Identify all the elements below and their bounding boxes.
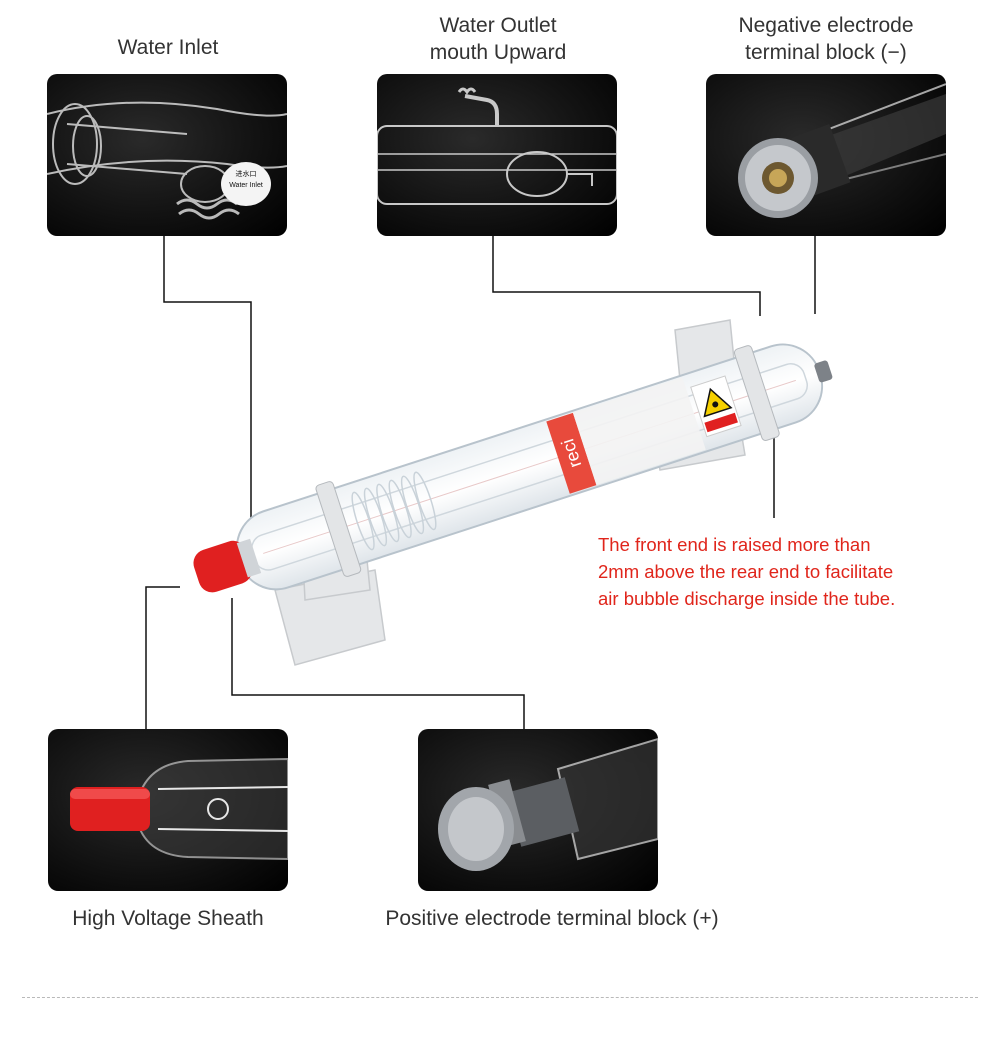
water-outlet-photo — [377, 74, 617, 236]
reci-label — [546, 412, 597, 494]
negative-electrode-label-line2: terminal block (−) — [745, 41, 907, 64]
note-line3: air bubble discharge inside the tube. — [598, 588, 896, 609]
hv-sheath-photo — [48, 729, 288, 891]
note-line2: 2mm above the rear end to facilitate — [598, 561, 894, 582]
leader-hv-sheath — [145, 586, 180, 729]
negative-electrode-label: Negative electrode terminal block (−) — [706, 12, 946, 66]
water-inlet-label: Water Inlet — [117, 36, 219, 59]
water-inlet-photo: 进水口 Water Inlet — [47, 74, 287, 236]
leader-positive — [231, 598, 525, 729]
negative-electrode-label-line1: Negative electrode — [738, 14, 914, 37]
positive-electrode-label: Positive electrode terminal block (+) — [385, 907, 719, 930]
water-outlet-label-line1: Water Outlet — [439, 14, 557, 37]
water-outlet-label-line2: mouth Upward — [429, 41, 567, 64]
laser-warning-icon — [690, 375, 742, 438]
hv-sheath-cap — [193, 540, 253, 593]
water-inlet-tag-line2: Water Inlet — [229, 182, 263, 189]
leader-water-outlet — [492, 236, 761, 316]
leader-water-inlet — [163, 236, 252, 540]
positive-electrode-photo — [418, 729, 658, 891]
negative-electrode-photo — [706, 74, 946, 236]
bottom-divider — [22, 997, 978, 998]
note-line1: The front end is raised more than — [598, 534, 871, 555]
water-inlet-tag-line1: 进水口 — [235, 171, 257, 178]
front-end-note: The front end is raised more than 2mm ab… — [598, 531, 978, 612]
hv-sheath-label: High Voltage Sheath — [72, 907, 264, 930]
water-outlet-label: Water Outlet mouth Upward — [398, 12, 598, 66]
water-inlet-tag: 进水口 Water Inlet — [221, 162, 271, 206]
